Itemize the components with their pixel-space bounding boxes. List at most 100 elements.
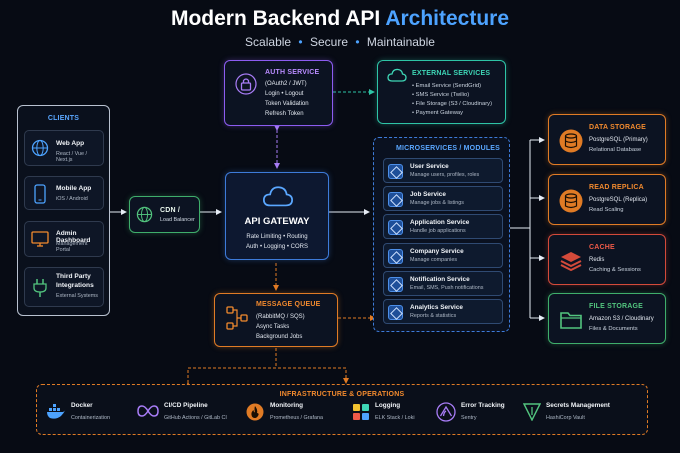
- subtitle-maintainable: Maintainable: [366, 35, 435, 49]
- read-replica-box: READ REPLICA PostgreSQL (Replica) Read S…: [548, 174, 666, 225]
- ms-company-service: Company Service Manage companies: [383, 243, 503, 268]
- ms-analytics-service: Analytics Service Reports & statistics: [383, 299, 503, 324]
- client-mobile-app: Mobile App iOS / Android: [24, 176, 104, 210]
- ms-application-service: Application Service Handle job applicati…: [383, 214, 503, 239]
- subtitle-scalable: Scalable: [245, 35, 292, 49]
- file-storage-box: FILE STORAGE Amazon S3 / Cloudinary File…: [548, 293, 666, 344]
- database-icon: [559, 189, 583, 213]
- external-item-text: SMS Service (Twilio): [415, 92, 470, 98]
- client-mobile-app-desc: iOS / Android: [56, 196, 88, 202]
- cloud-icon: [262, 186, 294, 207]
- client-third-party-label-2: Integrations: [56, 282, 94, 289]
- ms-name: Analytics Service: [410, 304, 463, 311]
- ms-desc: Manage users, profiles, roles: [410, 172, 480, 178]
- infra-docker: Docker Containerization: [71, 402, 110, 421]
- auth-line: (OAuth2 / JWT): [265, 81, 307, 87]
- auth-line: Refresh Token: [265, 111, 304, 117]
- queue-title: MESSAGE QUEUE: [256, 301, 321, 308]
- external-title: EXTERNAL SERVICES: [412, 70, 491, 77]
- infra-name: Logging: [375, 402, 401, 409]
- title-main: Modern Backend API: [170, 7, 381, 30]
- link-infra-bracket: [185, 367, 349, 388]
- sentry-icon: [436, 402, 456, 422]
- client-third-party-label: Third Party: [56, 273, 91, 280]
- microservices-title: MICROSERVICES / MODULES: [396, 145, 501, 152]
- ms-desc: Email, SMS, Push notifications: [410, 285, 484, 291]
- external-services-box: EXTERNAL SERVICES • Email Service (SendG…: [377, 60, 506, 124]
- infra-desc: Containerization: [71, 415, 110, 421]
- gateway-line-2: Auth • Logging • CORS: [246, 244, 308, 250]
- cube-icon: [388, 192, 403, 207]
- infra-desc: ELK Stack / Loki: [375, 415, 415, 421]
- external-item-text: File Storage (S3 / Cloudinary): [415, 101, 493, 107]
- storage-title: FILE STORAGE: [589, 303, 643, 310]
- ms-name: User Service: [410, 163, 449, 170]
- bullet: •: [412, 83, 415, 89]
- gateway-title: API GATEWAY: [244, 216, 310, 227]
- ms-desc: Manage jobs & listings: [410, 200, 464, 206]
- vault-icon: [523, 403, 541, 421]
- infinity-icon: [137, 405, 159, 417]
- layers-icon: [560, 252, 582, 272]
- queue-line: (RabbitMQ / SQS): [256, 314, 305, 320]
- external-item: • Payment Gateway: [412, 109, 463, 118]
- cube-icon: [388, 164, 403, 179]
- lock-icon: [235, 73, 257, 95]
- globe-icon: [136, 206, 153, 223]
- bullet: •: [412, 110, 415, 116]
- client-mobile-app-label: Mobile App: [56, 185, 92, 192]
- client-web-app-label: Web App: [56, 140, 85, 147]
- cloud-icon: [387, 68, 407, 82]
- ms-name: Company Service: [410, 248, 464, 255]
- title-accent: Architecture: [385, 7, 510, 30]
- storage-title: READ REPLICA: [589, 184, 644, 191]
- api-gateway-box: API GATEWAY Rate Limiting • Routing Auth…: [225, 172, 329, 260]
- cache-box: CACHE Redis Caching & Sessions: [548, 234, 666, 285]
- ms-job-service: Job Service Manage jobs & listings: [383, 186, 503, 211]
- queue-line: Background Jobs: [256, 334, 303, 340]
- storage-line-1: Redis: [589, 257, 605, 263]
- storage-line-2: Relational Database: [589, 147, 642, 153]
- bullet: •: [412, 92, 415, 98]
- monitor-icon: [31, 231, 49, 247]
- infra-monitoring: Monitoring Prometheus / Grafana: [270, 402, 323, 421]
- cdn-box: CDN / Load Balancer: [129, 196, 200, 233]
- clients-title: CLIENTS: [47, 115, 80, 122]
- workflow-icon: [226, 306, 248, 330]
- auth-line: Token Validation: [265, 101, 309, 107]
- page-title: Modern Backend API Architecture: [0, 7, 680, 31]
- docker-icon: [47, 404, 66, 419]
- phone-icon: [34, 184, 46, 204]
- cube-icon: [388, 220, 403, 235]
- client-admin-dashboard-label: Admin Dashboard: [56, 230, 91, 244]
- infra-name: Monitoring: [270, 402, 304, 409]
- gateway-line-1: Rate Limiting • Routing: [246, 234, 308, 240]
- infra-name: CI/CD Pipeline: [164, 402, 208, 409]
- storage-line-2: Files & Documents: [589, 326, 638, 332]
- external-item: • Email Service (SendGrid): [412, 82, 481, 91]
- cdn-title: CDN /: [160, 207, 181, 214]
- infra-cicd: CI/CD Pipeline GitHub Actions / GitLab C…: [164, 402, 227, 421]
- cube-icon: [388, 249, 403, 264]
- external-item-text: Payment Gateway: [415, 110, 464, 116]
- storage-line-1: PostgreSQL (Primary): [589, 137, 648, 143]
- flame-icon: [246, 403, 264, 421]
- cube-icon: [388, 277, 403, 292]
- storage-title: DATA STORAGE: [589, 124, 646, 131]
- cube-icon: [388, 305, 403, 320]
- auth-service-box: AUTH SERVICE (OAuth2 / JWT) Login • Logo…: [224, 60, 333, 126]
- client-admin-dashboard-desc: Management Portal: [56, 241, 88, 253]
- client-admin-dashboard: Admin Dashboard Management Portal: [24, 221, 104, 257]
- infra-title: INFRASTRUCTURE & OPERATIONS: [279, 391, 405, 398]
- storage-line-1: PostgreSQL (Replica): [589, 197, 648, 203]
- infrastructure-panel: INFRASTRUCTURE & OPERATIONS: [36, 384, 648, 435]
- ms-desc: Manage companies: [410, 257, 458, 263]
- queue-line: Async Tasks: [256, 324, 290, 330]
- plug-icon: [33, 279, 47, 297]
- ms-user-service: User Service Manage users, profiles, rol…: [383, 158, 503, 183]
- auth-title: AUTH SERVICE: [265, 69, 320, 76]
- storage-line-2: Caching & Sessions: [589, 267, 641, 273]
- data-storage-box: DATA STORAGE PostgreSQL (Primary) Relati…: [548, 114, 666, 165]
- infra-name: Error Tracking: [461, 402, 505, 409]
